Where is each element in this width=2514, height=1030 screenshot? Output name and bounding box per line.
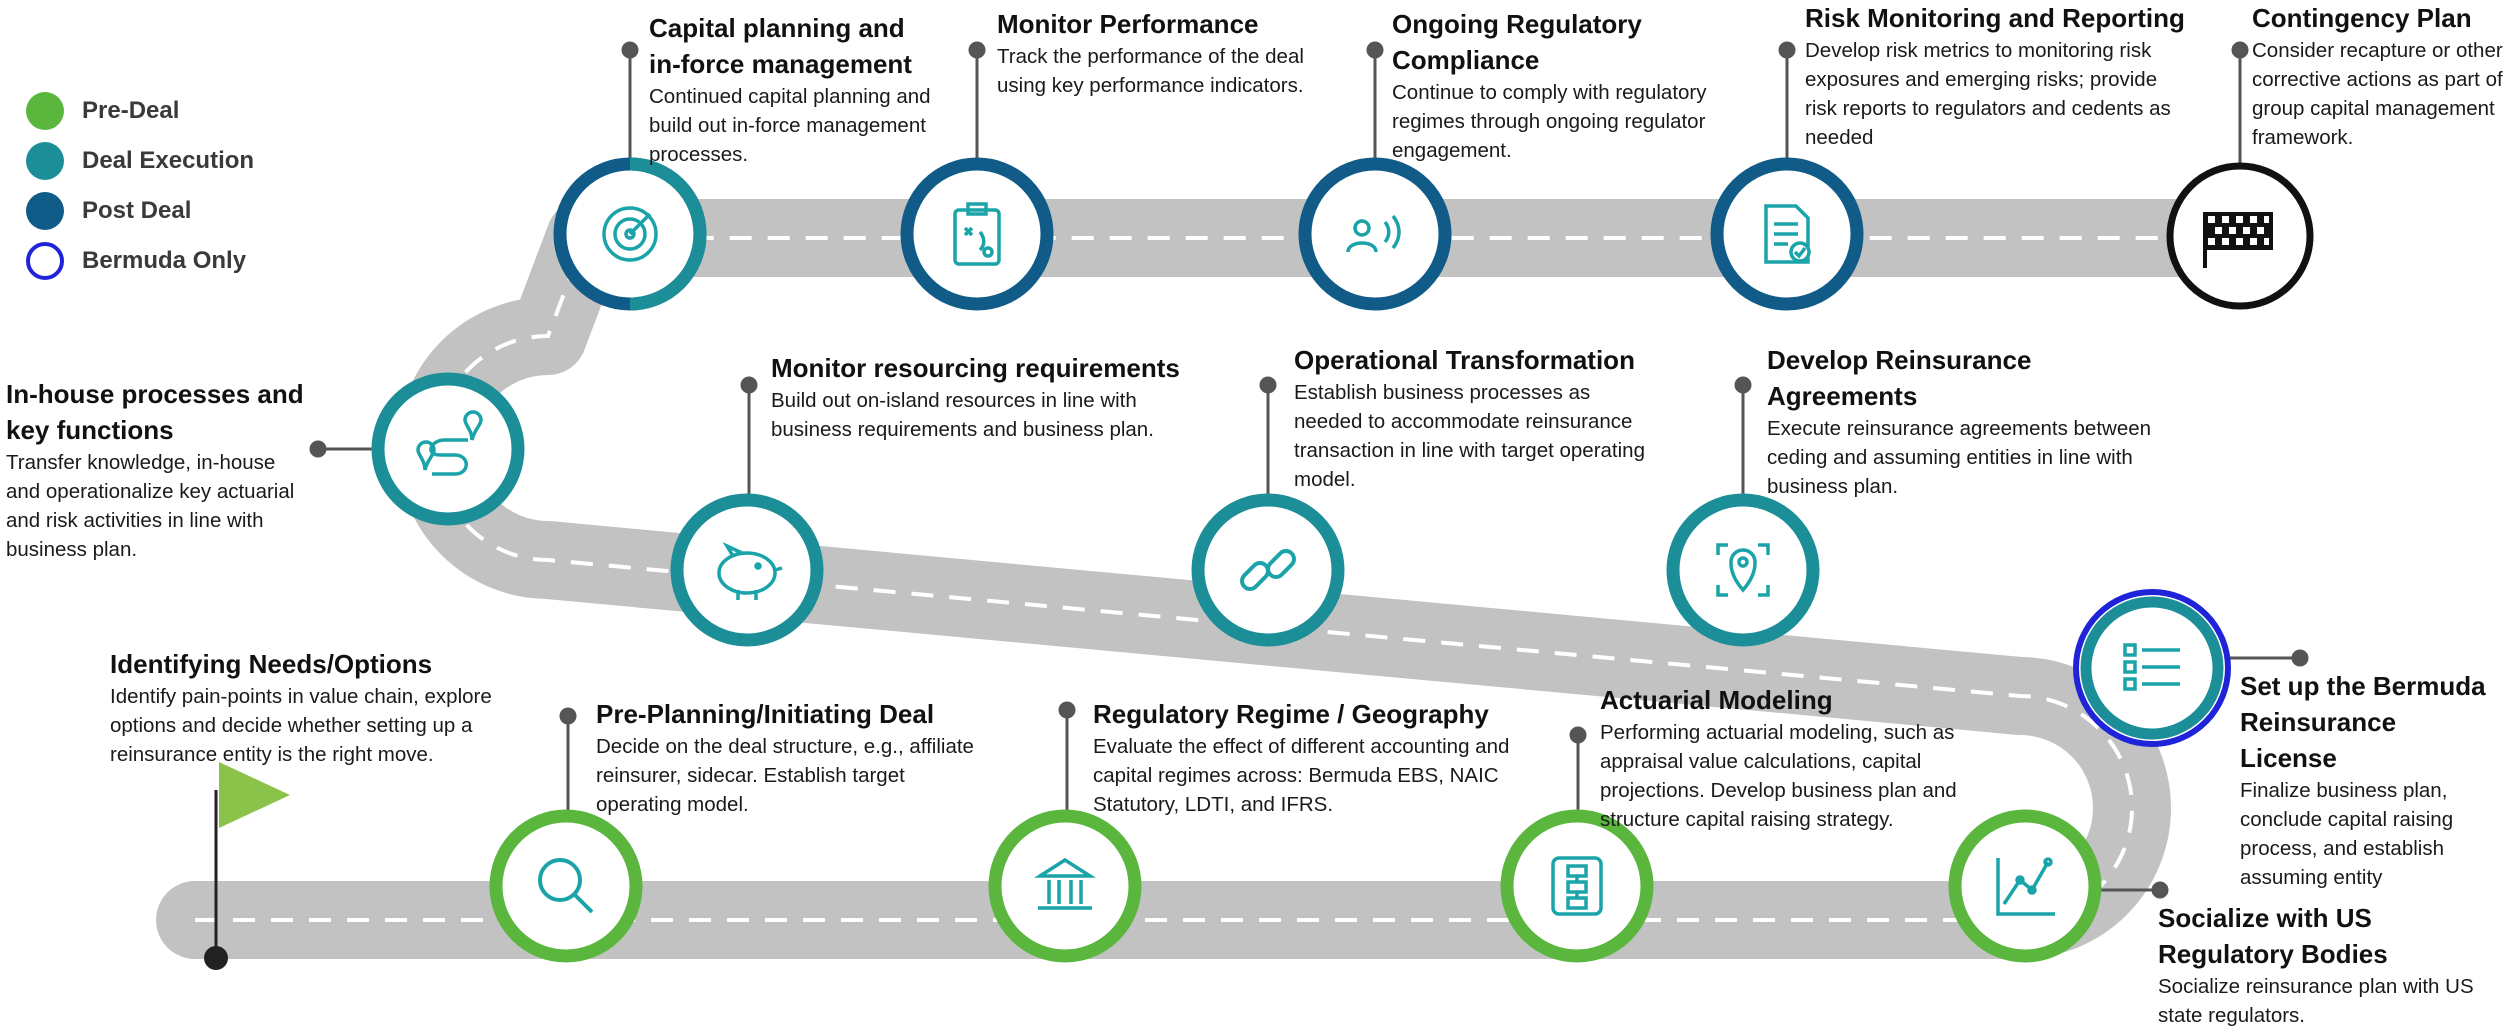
clipboard-strategy-icon <box>953 202 1001 266</box>
legend-swatch <box>26 242 64 280</box>
step-description: Continued capital planning and build out… <box>649 85 931 166</box>
step-risk-monitoring: Risk Monitoring and Reporting Develop ri… <box>1805 0 2185 152</box>
legend-swatch <box>26 192 64 230</box>
step-description: Develop risk metrics to monitoring risk … <box>1805 39 2171 149</box>
step-title: Risk Monitoring and Reporting <box>1805 3 2185 33</box>
step-description: Consider recapture or other corrective a… <box>2252 39 2503 149</box>
milestone-monitor-performance <box>900 157 1054 311</box>
step-monitor-performance: Monitor Performance Track the performanc… <box>997 6 1317 100</box>
piggy-bank-icon <box>717 541 783 600</box>
step-title: Monitor Performance <box>997 9 1259 39</box>
step-monitor-resourcing: Monitor resourcing requirements Build ou… <box>771 350 1211 444</box>
step-description: Socialize reinsurance plan with US state… <box>2158 975 2474 1027</box>
milestone-actuarial-modeling <box>1500 809 1654 963</box>
legend-item-post-deal: Post Deal <box>26 186 254 236</box>
milestone-develop-agreements <box>1666 493 1820 647</box>
step-description: Execute reinsurance agreements between c… <box>1767 417 2152 498</box>
milestone-risk-monitoring <box>1710 157 1864 311</box>
checkered-flag-icon <box>2203 212 2273 268</box>
step-title: Set up the Bermuda Reinsurance License <box>2240 671 2486 773</box>
legend-swatch <box>26 92 64 130</box>
milestone-ongoing-compliance <box>1298 157 1452 311</box>
step-title: Actuarial Modeling <box>1600 685 1833 715</box>
connectors <box>309 41 2309 899</box>
milestone-pre-planning <box>489 809 643 963</box>
step-operational-transformation: Operational Transformation Establish bus… <box>1294 342 1664 494</box>
legend: Pre-Deal Deal Execution Post Deal Bermud… <box>26 86 254 286</box>
step-actuarial-modeling: Actuarial Modeling Performing actuarial … <box>1600 682 2020 834</box>
step-description: Transfer knowledge, in-house and operati… <box>6 451 295 561</box>
person-broadcast-icon <box>1346 214 1401 253</box>
step-inhouse-processes: In-house processes and key functions Tra… <box>6 376 311 564</box>
step-ongoing-compliance: Ongoing Regulatory Compliance Continue t… <box>1392 6 1712 165</box>
legend-item-pre-deal: Pre-Deal <box>26 86 254 136</box>
legend-label: Deal Execution <box>82 147 255 174</box>
step-capital-planning: Capital planning and in-force management… <box>649 10 939 169</box>
step-title: Ongoing Regulatory Compliance <box>1392 9 1642 75</box>
step-description: Evaluate the effect of different account… <box>1093 735 1510 816</box>
radar-icon <box>602 206 658 262</box>
location-target-icon <box>1716 543 1770 597</box>
step-description: Performing actuarial modeling, such as a… <box>1600 721 1957 831</box>
route-icon <box>416 410 483 476</box>
step-title: Operational Transformation <box>1294 345 1635 375</box>
line-chart-icon <box>1996 857 2055 916</box>
milestone-inhouse-processes <box>371 372 525 526</box>
step-pre-planning: Pre-Planning/Initiating Deal Decide on t… <box>596 696 976 819</box>
step-description: Continue to comply with regulatory regim… <box>1392 81 1707 162</box>
legend-item-bermuda-only: Bermuda Only <box>26 236 254 286</box>
milestone-bermuda-license <box>2073 589 2231 747</box>
legend-label: Bermuda Only <box>82 247 247 274</box>
flag-icon <box>219 762 290 828</box>
legend-label: Post Deal <box>82 197 192 224</box>
flowchart-icon <box>1551 856 1603 916</box>
step-description: Track the performance of the deal using … <box>997 45 1304 97</box>
step-description: Establish business processes as needed t… <box>1294 381 1645 491</box>
legend-label: Pre-Deal <box>82 97 180 124</box>
step-title: Regulatory Regime / Geography <box>1093 699 1489 729</box>
milestone-monitor-resourcing <box>670 493 824 647</box>
step-title: Capital planning and in-force management <box>649 13 912 79</box>
start-marker <box>204 762 290 970</box>
milestone-operational-transformation <box>1191 493 1345 647</box>
milestone-contingency-plan <box>2166 162 2314 310</box>
bank-icon <box>1034 857 1096 910</box>
step-description: Finalize business plan, conclude capital… <box>2240 779 2454 889</box>
step-title: In-house processes and key functions <box>6 379 304 445</box>
step-description: Build out on-island resources in line wi… <box>771 389 1154 441</box>
link-icon <box>1240 549 1296 591</box>
step-title: Pre-Planning/Initiating Deal <box>596 699 935 729</box>
step-identifying-needs: Identifying Needs/Options Identify pain-… <box>110 646 540 769</box>
legend-swatch <box>26 142 64 180</box>
step-develop-agreements: Develop Reinsurance Agreements Execute r… <box>1767 342 2187 501</box>
milestone-regulatory-regime <box>988 809 1142 963</box>
step-bermuda-license: Set up the Bermuda Reinsurance License F… <box>2240 668 2500 892</box>
step-title: Contingency Plan <box>2252 3 2472 33</box>
step-contingency-plan: Contingency Plan Consider recapture or o… <box>2252 0 2510 152</box>
checklist-icon <box>2123 643 2180 691</box>
step-regulatory-regime: Regulatory Regime / Geography Evaluate t… <box>1093 696 1523 819</box>
document-check-icon <box>1764 204 1811 264</box>
step-title: Develop Reinsurance Agreements <box>1767 345 2032 411</box>
step-title: Identifying Needs/Options <box>110 649 433 679</box>
step-socialize-us: Socialize with US Regulatory Bodies Soci… <box>2158 900 2498 1030</box>
legend-item-deal-execution: Deal Execution <box>26 136 254 186</box>
search-icon <box>538 858 594 914</box>
milestone-socialize-us <box>1948 809 2102 963</box>
step-description: Decide on the deal structure, e.g., affi… <box>596 735 974 816</box>
milestone-capital-planning <box>553 157 707 311</box>
step-description: Identify pain-points in value chain, exp… <box>110 685 492 766</box>
step-title: Monitor resourcing requirements <box>771 353 1180 383</box>
step-title: Socialize with US Regulatory Bodies <box>2158 903 2388 969</box>
